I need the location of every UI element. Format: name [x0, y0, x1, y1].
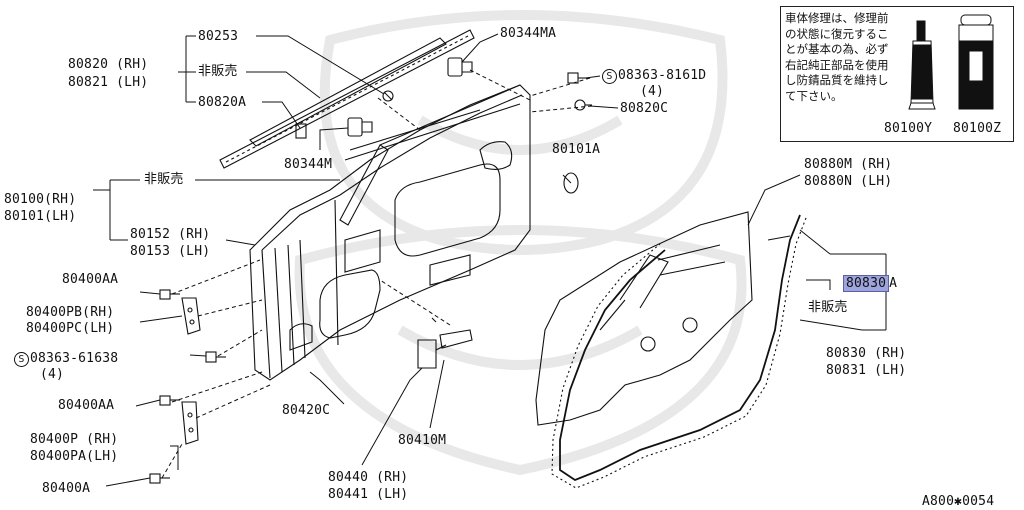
label-bolt-qty-2: (4)	[40, 367, 65, 382]
label-80880m-rh: 80880M (RH)	[804, 157, 893, 172]
circle-s-icon: S	[602, 69, 617, 84]
clip-80344ma	[447, 57, 473, 77]
diagram-code: A800✱0054	[922, 494, 995, 509]
clip-80820c	[574, 99, 592, 111]
bolt-code-2: 08363-61638	[30, 351, 119, 366]
label-80830-rh: 80830 (RH)	[826, 346, 907, 361]
clip-80820a	[295, 123, 307, 139]
upper-hinge	[181, 297, 201, 335]
label-80441-lh: 80441 (LH)	[328, 487, 409, 502]
door-check-link	[417, 339, 447, 369]
bolt-code-1: 08363-8161D	[618, 68, 707, 83]
label-not-for-sale-1: 非販売	[198, 64, 238, 79]
lower-hinge	[181, 401, 199, 445]
product-icons	[908, 14, 994, 110]
label-80400aa-lower: 80400AA	[58, 398, 115, 413]
label-80152-rh: 80152 (RH)	[130, 227, 211, 242]
label-80400pc-lh: 80400PC(LH)	[26, 321, 115, 336]
notice-text: 車体修理は、修理前の状態に復元することが基本の為、必ず右記純正部品を使用し防錆品…	[785, 11, 889, 103]
part-suffix: A	[889, 276, 898, 291]
leader-lines	[93, 33, 887, 487]
label-80101a: 80101A	[552, 142, 601, 157]
label-80400pa-lh: 80400PA(LH)	[30, 449, 119, 464]
clip-80344m	[347, 117, 373, 137]
label-80880n-lh: 80880N (LH)	[804, 174, 893, 189]
highlighted-part-number[interactable]: 80830	[843, 275, 890, 292]
belt-molding	[249, 37, 447, 147]
label-80400aa-upper: 80400AA	[62, 272, 119, 287]
sealant-tube-icon	[908, 20, 936, 110]
bolt-80400aa-lower	[159, 395, 180, 406]
guide-dashes	[161, 69, 593, 479]
watermark-emblem	[294, 10, 747, 476]
label-80100-rh: 80100(RH)	[4, 192, 77, 207]
door-shell	[249, 84, 531, 381]
fastener-top	[382, 90, 394, 102]
bolt-08363-61638	[205, 351, 226, 363]
notice-part-80100y: 80100Y	[884, 121, 933, 136]
label-80400pb-rh: 80400PB(RH)	[26, 305, 115, 320]
label-80410m: 80410M	[398, 433, 447, 448]
notice-box: 車体修理は、修理前の状態に復元することが基本の為、必ず右記純正部品を使用し防錆品…	[780, 6, 1014, 142]
label-80820-rh: 80820 (RH)	[68, 57, 149, 72]
bolt-80400a	[149, 473, 170, 484]
notice-part-80100z: 80100Z	[953, 121, 1002, 136]
bolt-80400aa-upper	[159, 289, 180, 300]
door-weatherstrip	[551, 214, 807, 489]
label-80153-lh: 80153 (LH)	[130, 244, 211, 259]
spray-can-icon	[958, 14, 994, 110]
check-link-bracket	[439, 329, 473, 349]
label-80821-lh: 80821 (LH)	[68, 75, 149, 90]
sealing-screen	[535, 211, 753, 426]
label-80344ma: 80344MA	[500, 26, 557, 41]
label-not-for-sale-3: 非販売	[808, 300, 848, 315]
outer-weatherstrip	[219, 29, 475, 169]
label-80344m: 80344M	[284, 157, 333, 172]
label-80101-lh: 80101(LH)	[4, 209, 77, 224]
label-bolt-qty-1: (4)	[640, 84, 665, 99]
label-80420c: 80420C	[282, 403, 331, 418]
label-not-for-sale-2: 非販売	[144, 172, 184, 187]
label-80400p-rh: 80400P (RH)	[30, 432, 119, 447]
label-80440-rh: 80440 (RH)	[328, 470, 409, 485]
label-80400a: 80400A	[42, 481, 91, 496]
label-80820a: 80820A	[198, 95, 247, 110]
circle-s-icon: S	[14, 352, 29, 367]
label-80820c: 80820C	[620, 101, 669, 116]
label-80253: 80253	[198, 29, 239, 44]
plug-80101a	[563, 172, 579, 194]
label-80831-lh: 80831 (LH)	[826, 363, 907, 378]
